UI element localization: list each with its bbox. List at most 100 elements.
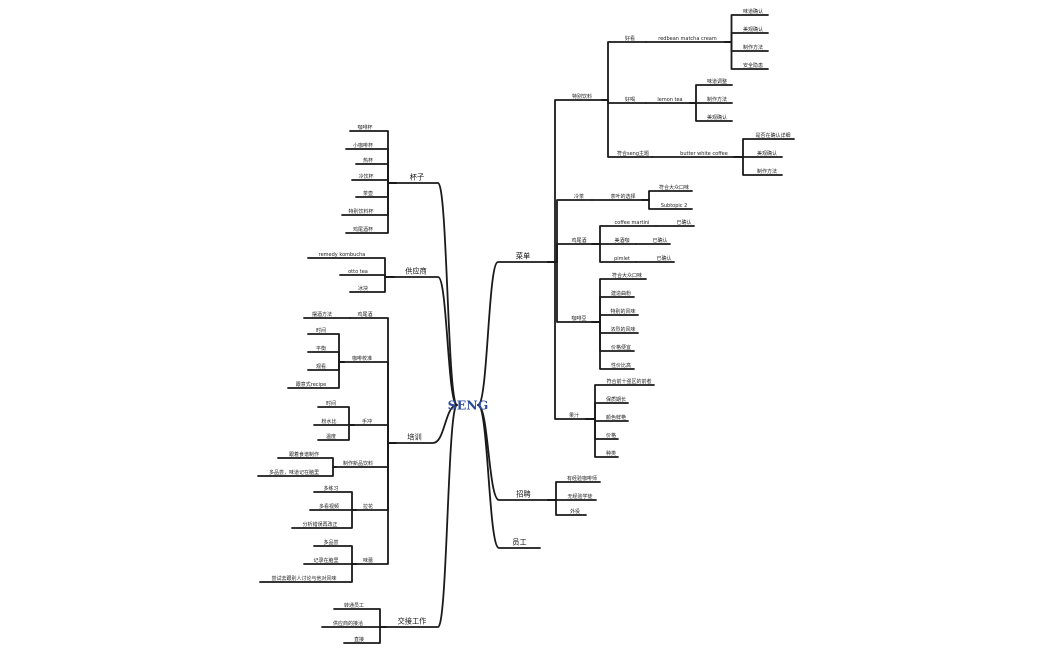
topic-node[interactable]: 冰块 [358,285,368,292]
topic-node[interactable]: 特别的风味 [610,308,635,315]
topic-node[interactable]: 无经验学徒 [567,493,592,500]
connector-left-2-1-1 [307,351,345,363]
topic-butter-white-coffee[interactable]: butter white coffee [680,151,728,157]
topic-node[interactable]: 味道确认 [743,8,763,15]
topic-node[interactable]: 手冲 [362,418,372,425]
topic-node[interactable]: 颜色鲜艳 [606,414,626,421]
topic-node[interactable]: 茶叶的选择 [610,193,635,200]
topic-node[interactable]: 菜单 [516,252,530,261]
topic-node[interactable]: 跟着食谱制作 [289,451,319,458]
topic-node[interactable]: 好喝 [625,96,635,103]
connector-left-2-3-0 [277,457,337,468]
topic-node[interactable]: 培训 [407,433,421,442]
connector-right-0-1-0-1 [641,199,693,210]
topic-subtopic-2[interactable]: Subtopic 2 [661,203,688,209]
topic-node[interactable]: 已确认 [652,237,667,244]
topic-node[interactable]: 记录在脑里 [313,557,338,564]
topic-node[interactable]: 供应商的接洽 [333,620,363,627]
topic-node[interactable]: 咖啡豆 [571,315,586,322]
topic-node[interactable]: 果汁 [569,412,579,419]
topic-node[interactable]: 外役 [570,508,580,515]
topic-node[interactable]: 冷茶 [574,193,584,200]
topic-redbean-matcha-cream[interactable]: redbean matcha cream [658,36,717,42]
topic-node[interactable]: 已确认 [656,255,671,262]
topic-node[interactable]: 好看 [625,35,635,42]
topic-node[interactable]: 浓烈的风味 [610,326,635,333]
topic-node[interactable]: 特别饮料杯 [348,208,373,215]
topic-node[interactable]: 制作方法 [707,96,727,103]
topic-node[interactable]: 味蕾 [363,557,373,564]
topic-node[interactable]: 温度 [326,433,336,440]
topic-node[interactable]: 热杯 [363,157,373,164]
topic-node[interactable]: 摆酒方法 [312,311,332,318]
topic-node[interactable]: 安全隐患 [743,62,763,69]
topic-node[interactable]: 美观确认 [707,114,727,121]
topic-node[interactable]: 招聘 [516,490,530,499]
topic-node[interactable]: 味道调整 [707,78,727,85]
topic-node[interactable]: 小咖啡杯 [353,142,373,149]
topic-node[interactable]: 符合大众口味 [659,184,689,191]
topic-recipe[interactable]: 跟意式recipe [296,381,326,388]
topic-node[interactable]: 时间 [326,400,336,407]
topic-node[interactable]: 符合前十强区的前者 [606,378,651,385]
topic-coffee-martini[interactable]: coffee martini [615,220,650,226]
topic-node[interactable]: 美观确认 [743,26,763,33]
topic-node[interactable]: 尝试去跟别人讨论与他对风味 [271,575,336,582]
topic-node[interactable]: 供应商 [405,267,427,276]
connector-left-2 [395,404,458,444]
topic-node[interactable]: 拉花 [363,503,373,510]
connector-right-0-0-1-0-2 [689,102,733,122]
topic-node[interactable]: 制作新品饮料 [343,460,373,467]
topic-node[interactable]: 特别饮料 [572,93,592,100]
topic-node[interactable]: 直接 [354,636,364,643]
topic-pimlet[interactable]: pimlet [614,256,630,262]
topic-node[interactable]: 是否在确认详细 [755,132,790,139]
topic-node[interactable]: 员工 [512,538,526,547]
connector-right-0-0-2-0-2 [733,156,783,176]
topic-node[interactable]: 性价比高 [611,362,631,369]
topic-node[interactable]: 鸡尾酒杯 [353,226,373,233]
root-topic-seng[interactable]: SENG [448,398,489,413]
topic-node[interactable]: 有经验咖啡师 [567,475,597,482]
connector-right-0-3-2 [591,314,639,323]
topic-node[interactable]: 已确认 [676,219,691,226]
topic-node[interactable]: 交接工作 [398,617,427,626]
topic-node[interactable]: 时间 [316,327,326,334]
topic-node[interactable]: 咖啡校准 [352,355,372,362]
topic-node[interactable]: 杯子 [410,173,424,182]
topic-node[interactable]: 美酒咖 [614,237,629,244]
topic-node[interactable]: 价格 [606,432,616,439]
topic-node[interactable]: 平衡 [316,345,326,352]
topic-node[interactable]: 多品尝 [323,539,338,546]
topic-node[interactable]: 符合大众口味 [612,272,642,279]
topic-lemon-tea[interactable]: lemon tea [657,97,682,103]
topic-node[interactable]: 粉水比 [321,418,336,425]
topic-node[interactable]: 多练习 [323,485,338,492]
topic-node[interactable]: 建造曲粉 [611,290,631,297]
connector-left-2-2-2 [317,424,355,441]
connector-left-1 [393,276,458,406]
topic-node[interactable]: 分析错误再改正 [302,521,337,528]
topic-node[interactable]: 观看 [316,363,326,370]
topic-seng[interactable]: 符合seng主题 [617,150,649,157]
connector-left-3 [385,404,458,628]
topic-node[interactable]: 制作方法 [757,168,777,175]
topic-node[interactable]: 种类 [606,450,616,457]
topic-node[interactable]: 价格便宜 [611,344,631,351]
connector-right-0-0-0 [601,41,647,101]
topic-node[interactable]: 冷饮杯 [358,173,373,180]
topic-node[interactable]: 鸡尾酒 [571,237,586,244]
topic-node[interactable]: 咖啡杯 [357,124,372,131]
topic-node[interactable]: 保质期长 [606,396,626,403]
topic-node[interactable]: 美观确认 [757,150,777,157]
topic-node[interactable]: 茶壶 [363,190,373,197]
topic-node[interactable]: 转通员工 [344,602,364,609]
connector-right-1-2 [547,499,587,516]
topic-node[interactable]: 制作方法 [743,44,763,51]
topic-node[interactable]: 鸡尾酒 [357,311,372,318]
topic-remedy-kombucha[interactable]: remedy kombucha [319,252,366,258]
topic-otto-tea[interactable]: otto tea [348,269,368,275]
topic-node[interactable]: 多品尝，味道记在脑里 [269,469,319,476]
topic-node[interactable]: 多看视频 [319,503,339,510]
